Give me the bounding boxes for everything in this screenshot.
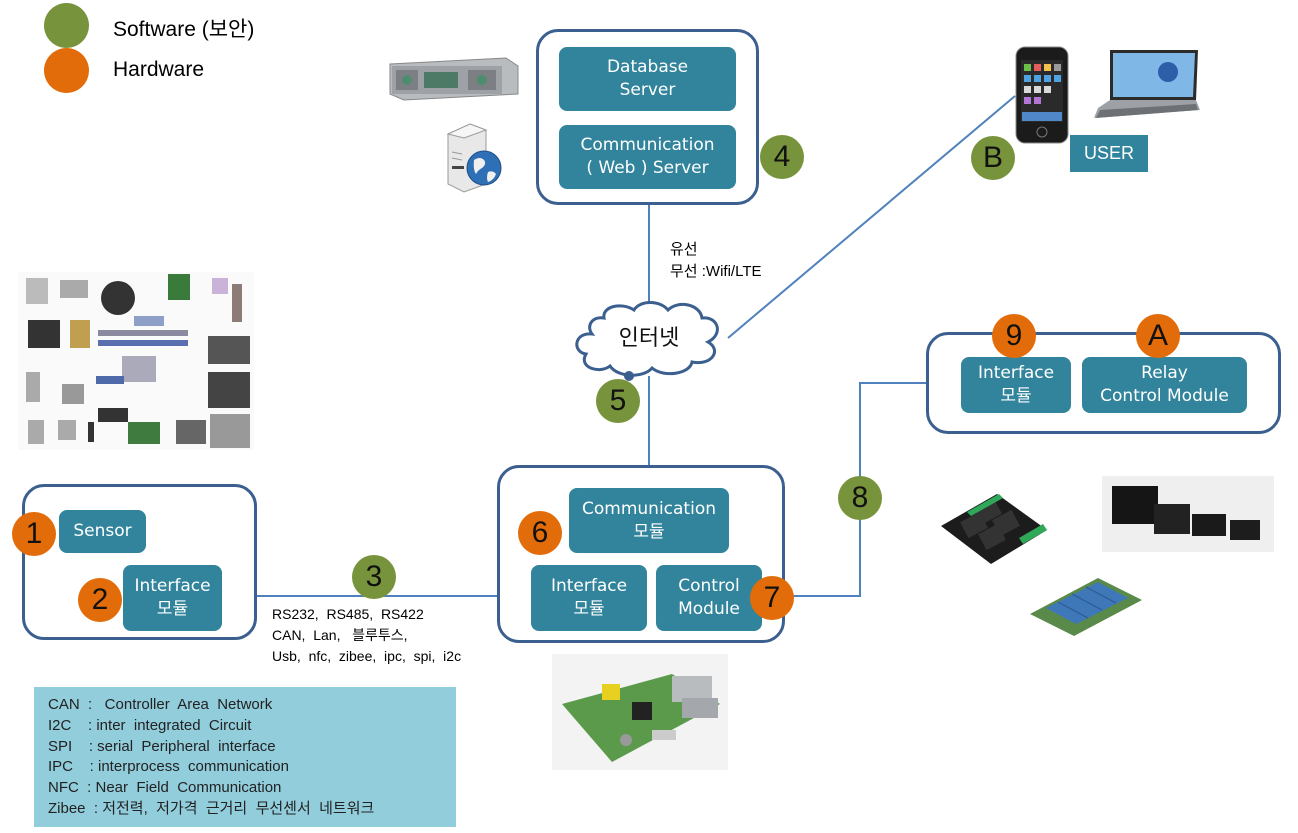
sensor-components-icon [26, 274, 250, 448]
relay-components-icon [1112, 486, 1260, 540]
glossary-panel: CAN : Controller Area Network I2C : inte… [34, 687, 456, 827]
sensor-collage-image [18, 272, 254, 450]
badge-2: 2 [78, 578, 122, 622]
user-label: USER [1070, 135, 1148, 172]
link-label-wireless: 무선 :Wifi/LTE [670, 263, 762, 280]
gateway-control-label-line1: Control [678, 576, 740, 596]
raspberry-pi-icon [562, 674, 720, 762]
web-server-icon [446, 123, 502, 193]
server-group: Database Server Communication ( Web ) Se… [536, 29, 759, 205]
rack-server-image [386, 54, 520, 102]
relay-board-4ch-image [937, 480, 1049, 566]
smartphone-image [1015, 46, 1069, 144]
database-server-label-line2: Server [619, 80, 676, 100]
sensor-interface-label-line1: Interface [134, 576, 211, 596]
gateway-control-label-line2: Module [678, 599, 740, 619]
internet-cloud[interactable]: 인터넷 [566, 298, 732, 380]
relay-board-8ch-image [1028, 574, 1144, 636]
legend-hardware-swatch [44, 48, 89, 93]
badge-3: 3 [352, 555, 396, 599]
legend-software-label: Software (보안) [113, 18, 255, 41]
relay-board-4ch-icon [941, 494, 1047, 564]
sensor-group: Sensor Interface 모듈 [22, 484, 257, 640]
gateway-communication-label-line1: Communication [582, 498, 716, 519]
badge-5: 5 [596, 379, 640, 423]
gateway-interface-label-line1: Interface [550, 576, 628, 596]
internet-to-user-line [727, 95, 1016, 339]
link-label-wired: 유선 [670, 241, 698, 258]
badge-1: 1 [12, 512, 56, 556]
protocols-line3: Usb, nfc, zibee, ipc, spi, i2c [272, 648, 462, 664]
legend-hardware-label: Hardware [113, 58, 205, 81]
relay-control-module[interactable]: Relay Control Module [1082, 357, 1247, 413]
relay-board-8ch-icon [1030, 578, 1142, 636]
relay-interface-module[interactable]: Interface 모듈 [961, 357, 1071, 413]
glossary-item-spi: SPI : serial Peripheral interface [48, 737, 276, 755]
web-server-label-line2: ( Web ) Server [586, 158, 709, 178]
sensor-label: Sensor [73, 521, 132, 541]
glossary-item-can: CAN : Controller Area Network [48, 696, 273, 713]
web-server-image [442, 122, 504, 194]
sensor-interface-label-line2: 모듈 [156, 599, 189, 619]
relay-interface-label-line1: Interface [977, 363, 1055, 383]
gateway-communication-module[interactable]: Communication 모듈 [569, 488, 729, 553]
smartphone-icon [1015, 46, 1069, 144]
badge-4: 4 [760, 135, 804, 179]
glossary-item-nfc: NFC : Near Field Communication [48, 779, 282, 797]
relay-control-label-line2: Control Module [1100, 386, 1229, 406]
sensor-module[interactable]: Sensor [59, 510, 146, 553]
glossary-item-zibee: Zibee : 저전력, 저가격 근거리 무선센서 네트워크 [48, 799, 375, 817]
cloud-label: 인터넷 [618, 326, 680, 351]
database-server-label-line1: Database [606, 57, 689, 77]
badge-8: 8 [838, 476, 882, 520]
gateway-interface-label-line2: 모듈 [573, 599, 605, 619]
gateway-control-module[interactable]: Control Module [656, 565, 762, 631]
glossary-item-i2c: I2C : inter integrated Circuit [48, 716, 252, 734]
web-server-module[interactable]: Communication ( Web ) Server [559, 125, 736, 189]
database-server-module[interactable]: Database Server [559, 47, 736, 111]
cloud-icon [575, 301, 719, 377]
badge-b: B [971, 136, 1015, 180]
badge-6: 6 [518, 511, 562, 555]
web-server-label-line1: Communication [580, 135, 715, 155]
protocols-line1: RS232, RS485, RS422 [272, 606, 424, 622]
legend-software-swatch [44, 3, 89, 48]
relay-components-image [1102, 476, 1274, 552]
relay-control-label-line1: Relay [1141, 363, 1188, 383]
rack-server-icon [389, 57, 519, 101]
relay-interface-label-line2: 모듈 [1000, 386, 1032, 406]
badge-9: 9 [992, 314, 1036, 358]
sensor-interface-module[interactable]: Interface 모듈 [123, 565, 222, 631]
relay-group: Interface 모듈 Relay Control Module [926, 332, 1281, 434]
badge-7: 7 [750, 576, 794, 620]
gateway-communication-label-line2: 모듈 [633, 521, 665, 542]
protocols-line2: CAN, Lan, 블루투스, [272, 627, 408, 643]
raspberry-pi-image [552, 654, 728, 770]
badge-a: A [1136, 314, 1180, 358]
laptop-icon [1094, 50, 1200, 118]
gateway-interface-module[interactable]: Interface 모듈 [531, 565, 647, 631]
glossary-item-ipc: IPC : interprocess communication [48, 758, 289, 776]
laptop-image [1092, 48, 1202, 122]
cloud-connection-point [624, 371, 634, 381]
